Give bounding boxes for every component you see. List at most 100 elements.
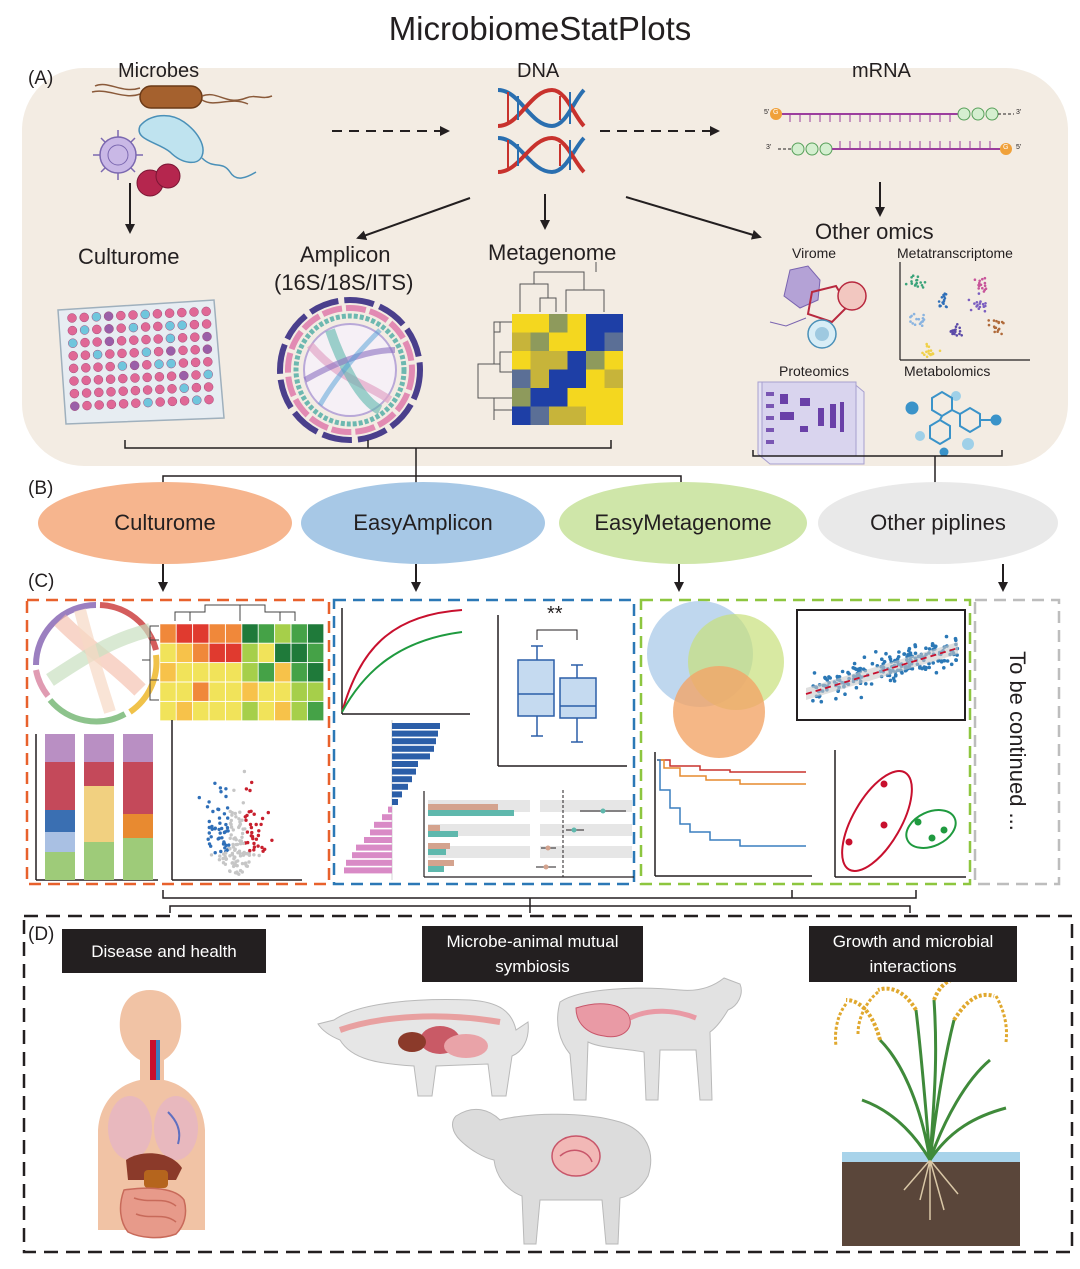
arrow-dna-amplicon xyxy=(356,197,471,241)
well xyxy=(118,386,128,396)
diverging-bar xyxy=(374,821,392,828)
diverging-bar xyxy=(392,768,416,775)
volcano-point xyxy=(221,842,226,846)
dna-helix-icon xyxy=(497,87,586,175)
well xyxy=(142,385,153,395)
tsne-point xyxy=(929,349,933,352)
stacked-bar-chart xyxy=(35,734,158,881)
tsne-point xyxy=(921,317,925,320)
volcano-point xyxy=(228,836,232,840)
label-to-be-continued: To be continued ... xyxy=(1005,651,1030,831)
volcano-point xyxy=(259,822,263,827)
well xyxy=(129,360,140,371)
panel-label-d: (D) xyxy=(28,924,55,945)
heatmap-cell xyxy=(549,314,568,333)
well xyxy=(130,373,140,383)
tsne-point xyxy=(981,302,985,306)
well xyxy=(70,401,80,411)
heatmap-cell xyxy=(176,701,193,721)
tsne-point xyxy=(925,342,928,346)
heatmap-cell xyxy=(586,314,605,333)
tsne-point xyxy=(975,301,979,304)
volcano-point xyxy=(207,831,211,835)
heatmap-cell xyxy=(586,332,605,351)
bracket-c-to-d xyxy=(162,890,917,913)
scatter-point xyxy=(897,650,901,654)
volcano-point xyxy=(223,854,227,859)
well xyxy=(204,394,214,405)
box-culturome xyxy=(25,598,331,886)
volcano-point xyxy=(252,812,256,816)
volcano-point xyxy=(234,838,238,842)
volcano-point xyxy=(257,829,261,833)
volcano-point xyxy=(248,788,252,793)
stacked-bar-segment xyxy=(123,838,153,880)
virus-cluster-icon xyxy=(769,265,867,349)
tsne-point xyxy=(955,334,959,337)
tsne-point xyxy=(976,303,979,307)
volcano-point xyxy=(224,857,228,861)
tsne-point xyxy=(981,286,984,290)
well xyxy=(143,397,153,408)
volcano-point xyxy=(241,841,245,846)
volcano-point xyxy=(261,849,265,853)
heatmap-cell xyxy=(512,369,531,388)
label-microbes: Microbes xyxy=(118,60,200,82)
scatter-point xyxy=(843,692,847,696)
box-easyamplicon xyxy=(332,598,636,886)
heatmap-cell xyxy=(274,643,292,663)
well xyxy=(131,398,141,408)
well xyxy=(80,350,91,360)
heatmap-cell xyxy=(549,406,568,425)
volcano-point xyxy=(238,810,242,814)
volcano-point xyxy=(245,813,249,818)
stacked-bar-segment xyxy=(45,852,75,880)
tsne-point xyxy=(912,312,916,316)
tsne-point xyxy=(920,324,924,328)
scatter-point xyxy=(854,667,859,672)
venn-diagram xyxy=(647,601,784,758)
label-other-omics: Other omics xyxy=(815,219,934,244)
well xyxy=(189,319,200,330)
heatmap-cell xyxy=(567,351,586,370)
tsne-point xyxy=(995,319,998,323)
tsne-point xyxy=(979,300,982,303)
scatter-point xyxy=(894,673,898,677)
diverging-bar xyxy=(382,814,392,821)
volcano-point xyxy=(243,861,248,865)
tsne-point xyxy=(969,308,973,312)
heatmap-cell xyxy=(192,643,210,663)
well xyxy=(178,345,188,356)
diverging-bar xyxy=(392,738,436,745)
heatmap-cell xyxy=(549,332,568,351)
volcano-point xyxy=(205,805,210,809)
volcano-point xyxy=(225,826,230,830)
tsne-point xyxy=(993,330,996,334)
well xyxy=(141,334,151,345)
volcano-point xyxy=(238,854,243,858)
heatmap-icon xyxy=(477,262,623,425)
volcano-point xyxy=(238,842,243,846)
tsne-point xyxy=(951,331,955,335)
volcano-point xyxy=(266,810,270,815)
scatter-point xyxy=(934,670,939,675)
heatmap-cell xyxy=(586,351,605,370)
tsne-point xyxy=(996,330,999,334)
tsne-point xyxy=(919,281,922,284)
volcano-point xyxy=(240,870,244,874)
well xyxy=(118,373,128,384)
stacked-bar-segment xyxy=(123,734,153,762)
scatter-point xyxy=(896,655,901,659)
volcano-point xyxy=(244,818,248,822)
volcano-point xyxy=(218,786,223,790)
volcano-point xyxy=(228,847,232,851)
heatmap-cell xyxy=(290,681,308,702)
volcano-point xyxy=(220,836,224,840)
scatter-cluster-icon xyxy=(899,262,1030,361)
diverging-bar xyxy=(352,852,392,859)
well xyxy=(81,363,91,373)
scatter-point xyxy=(934,644,938,649)
stacked-bar-segment xyxy=(45,810,75,832)
scatter-point xyxy=(931,661,935,665)
box-other xyxy=(973,598,1061,886)
